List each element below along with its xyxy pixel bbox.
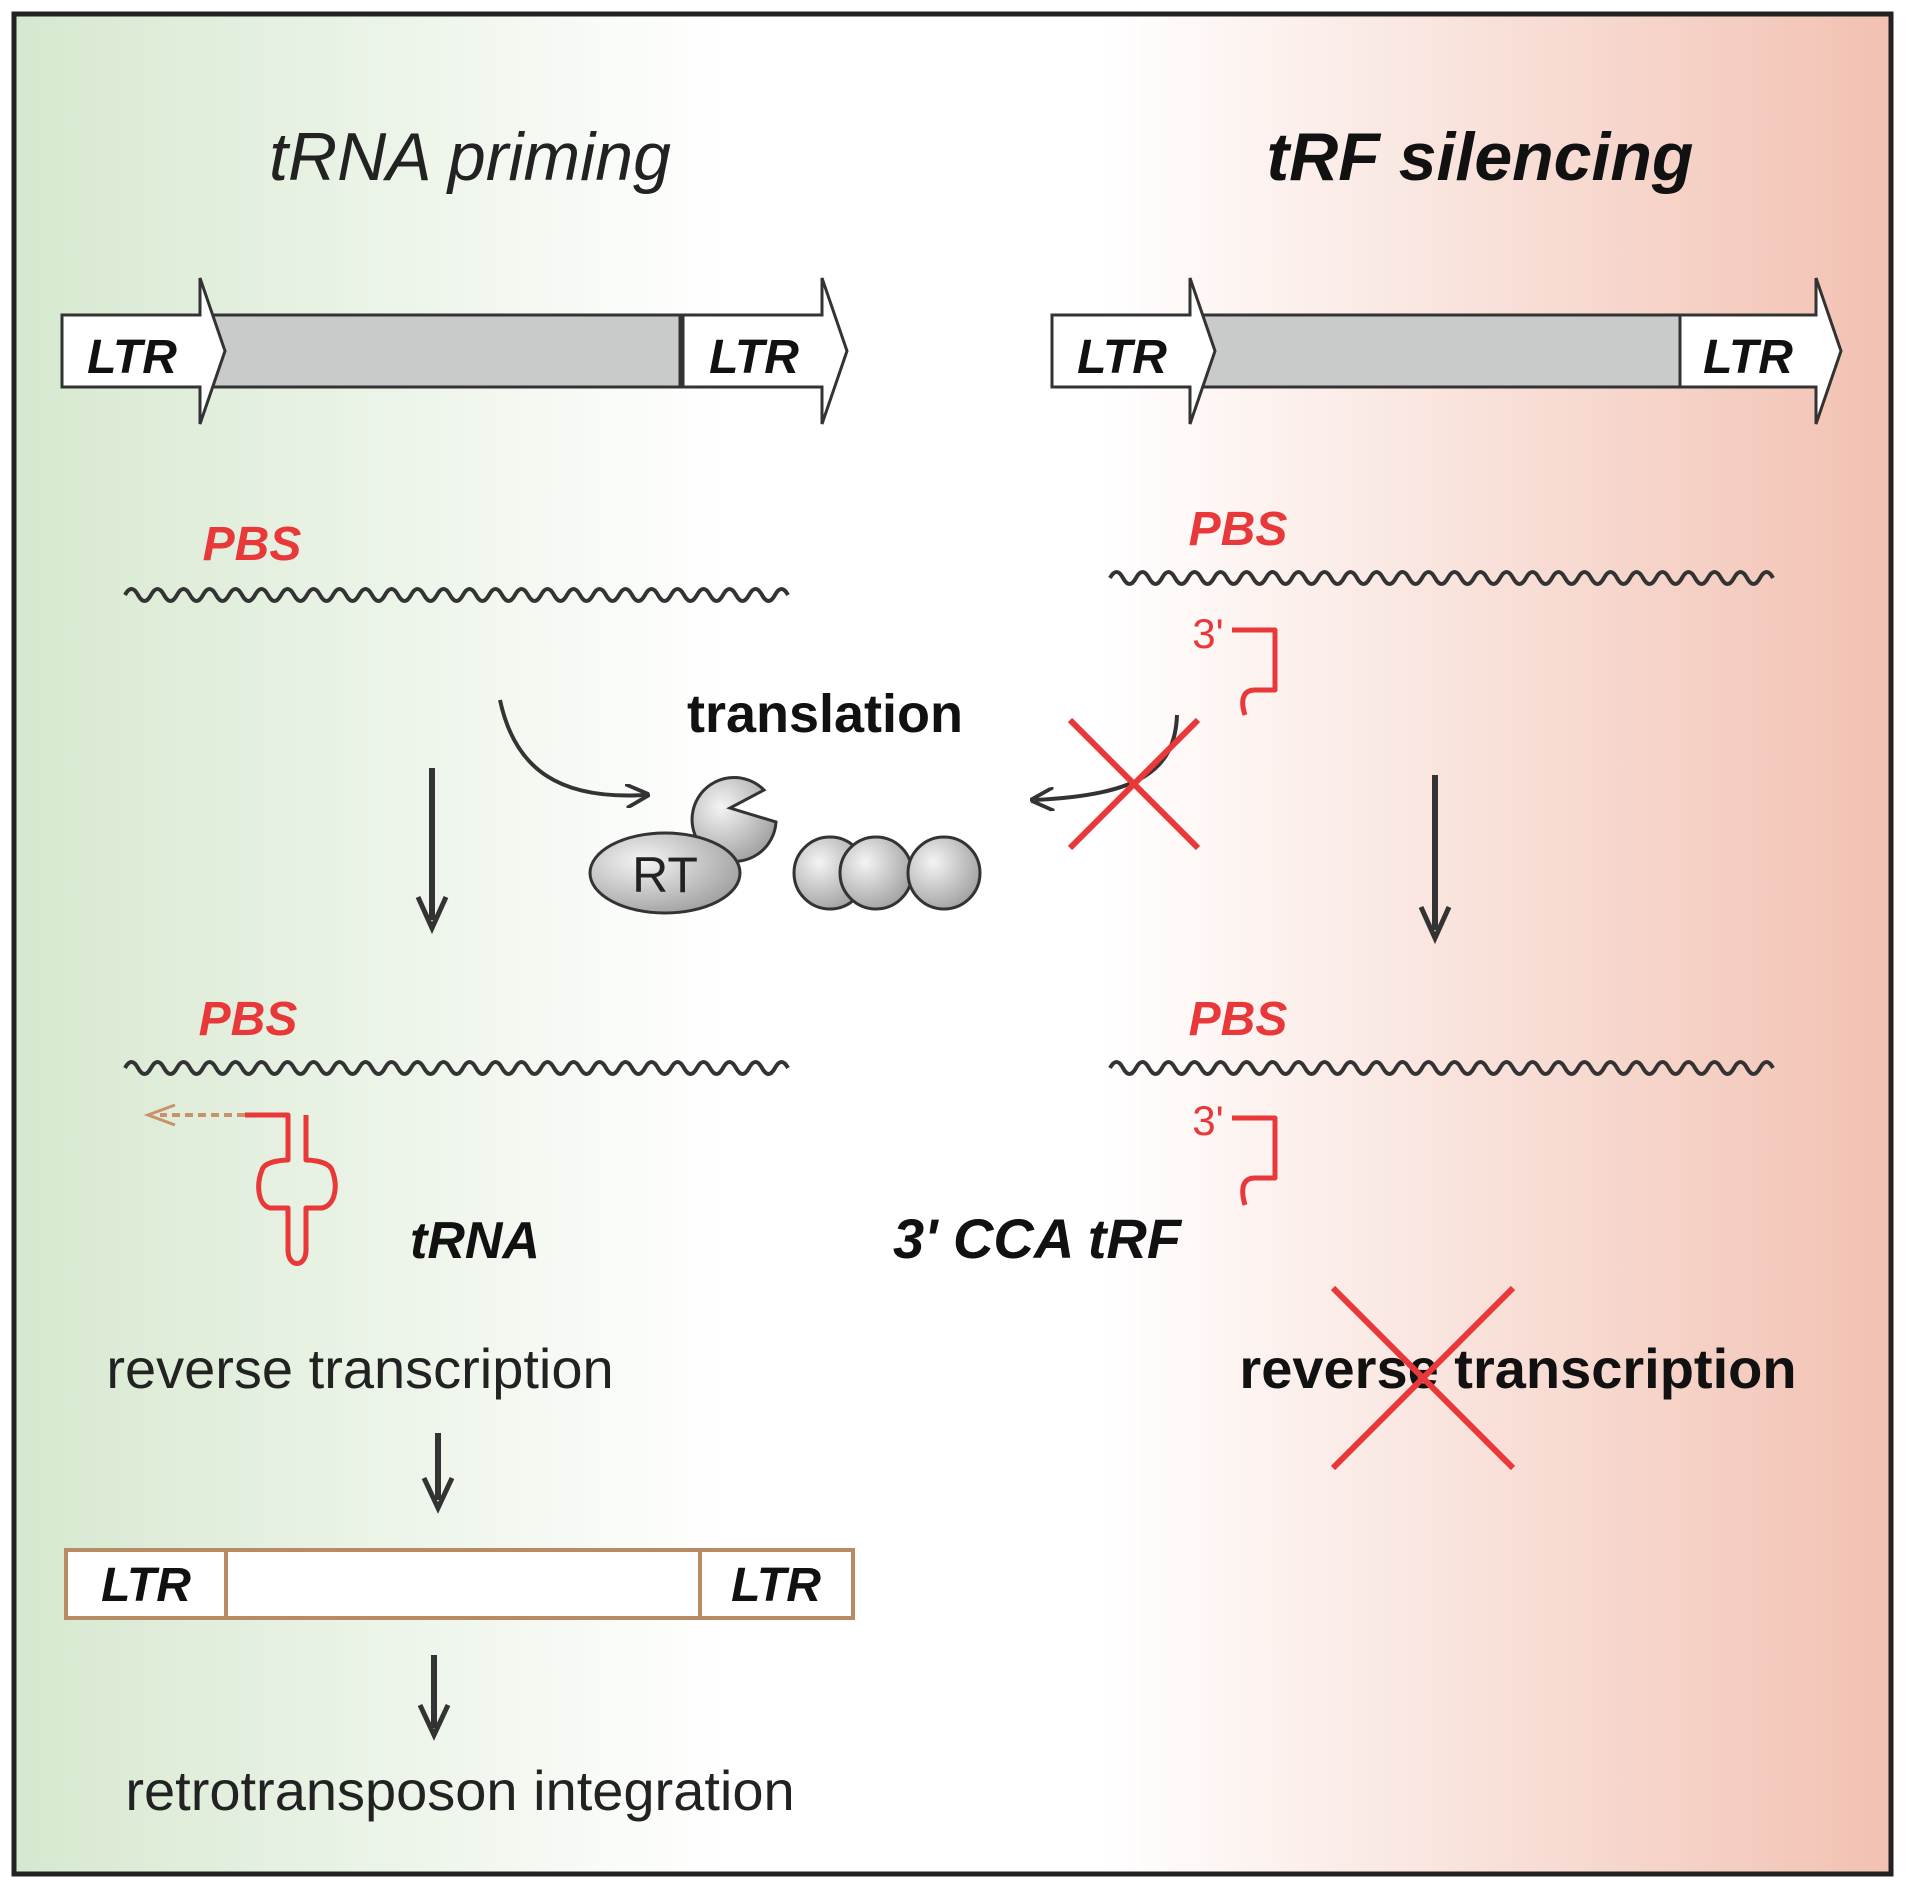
translation-block-x: [1067, 717, 1201, 851]
right-three-prime-bottom: 3': [1192, 1097, 1223, 1144]
right-rna-strand-bottom: [1108, 1060, 1775, 1076]
left-translation-arrow: [498, 699, 645, 796]
trf-fragment-bottom: [1232, 1115, 1278, 1206]
right-pbs-top-label: PBS: [1189, 503, 1288, 556]
right-retrotransposon-element: LTR LTR: [1050, 277, 1843, 425]
ribosome-pacman: [690, 775, 778, 863]
protein-bead-3: [906, 835, 982, 911]
left-pbs-bottom-label: PBS: [199, 993, 298, 1046]
left-rna-strand-bottom: [123, 1060, 790, 1076]
right-ltr-right-label: LTR: [1703, 331, 1793, 384]
right-pbs-bottom-label: PBS: [1189, 993, 1288, 1046]
right-down-arrow: [1418, 775, 1452, 945]
left-ltr-left-arrow: [60, 277, 227, 425]
left-ltr-right-arrow: [681, 277, 849, 425]
outer-border: [11, 11, 1894, 1877]
center-translation: translation RT: [588, 684, 982, 915]
left-panel: tRNA priming LTR LTR PBS PBS t: [60, 119, 855, 1822]
trf-fragment-top: [1232, 627, 1278, 716]
right-ltr-right-arrow: [1678, 277, 1843, 425]
integrated-product: LTR LTR: [64, 1548, 855, 1620]
product-ltr-right-label: LTR: [731, 1559, 821, 1612]
left-down-arrow-3: [417, 1655, 451, 1741]
left-panel-title: tRNA priming: [269, 119, 671, 195]
translation-label: translation: [687, 684, 963, 744]
right-ltr-left-arrow: [1050, 277, 1217, 425]
product-body: [64, 1548, 855, 1620]
rt-label: RT: [632, 847, 698, 903]
product-ltr-left-label: LTR: [101, 1559, 191, 1612]
left-reverse-transcription-label: reverse transcription: [106, 1337, 613, 1400]
left-ltr-right-label: LTR: [709, 331, 799, 384]
left-pbs-top-label: PBS: [203, 518, 302, 571]
right-reverse-transcription-label: reverse transcription: [1239, 1337, 1796, 1400]
trna-cloverleaf: [245, 1112, 338, 1266]
right-rna-strand-top: [1108, 570, 1775, 586]
left-rna-strand-top: [123, 587, 790, 603]
left-element-body: [198, 313, 682, 389]
trna-molecule: [143, 1103, 338, 1266]
left-down-arrow-2: [421, 1433, 455, 1514]
right-ltr-left-label: LTR: [1077, 331, 1167, 384]
trna-label: tRNA: [410, 1212, 540, 1270]
right-element-body: [1188, 313, 1682, 389]
integration-label: retrotransposon integration: [125, 1759, 794, 1822]
right-three-prime-top: 3': [1192, 610, 1223, 657]
right-panel-title: tRF silencing: [1267, 119, 1694, 195]
left-down-arrow-1: [415, 768, 449, 935]
left-retrotransposon-element: LTR LTR: [60, 277, 849, 425]
left-ltr-left-label: LTR: [87, 331, 177, 384]
dashed-arrow-head: [143, 1103, 176, 1127]
protein-bead-2: [838, 835, 914, 911]
rt-ellipse: [588, 831, 742, 915]
trf-label: 3' CCA tRF: [893, 1207, 1183, 1270]
right-panel: tRF silencing LTR LTR PBS 3' PBS 3': [893, 119, 1843, 1471]
reverse-transcription-block-x: [1330, 1285, 1516, 1471]
